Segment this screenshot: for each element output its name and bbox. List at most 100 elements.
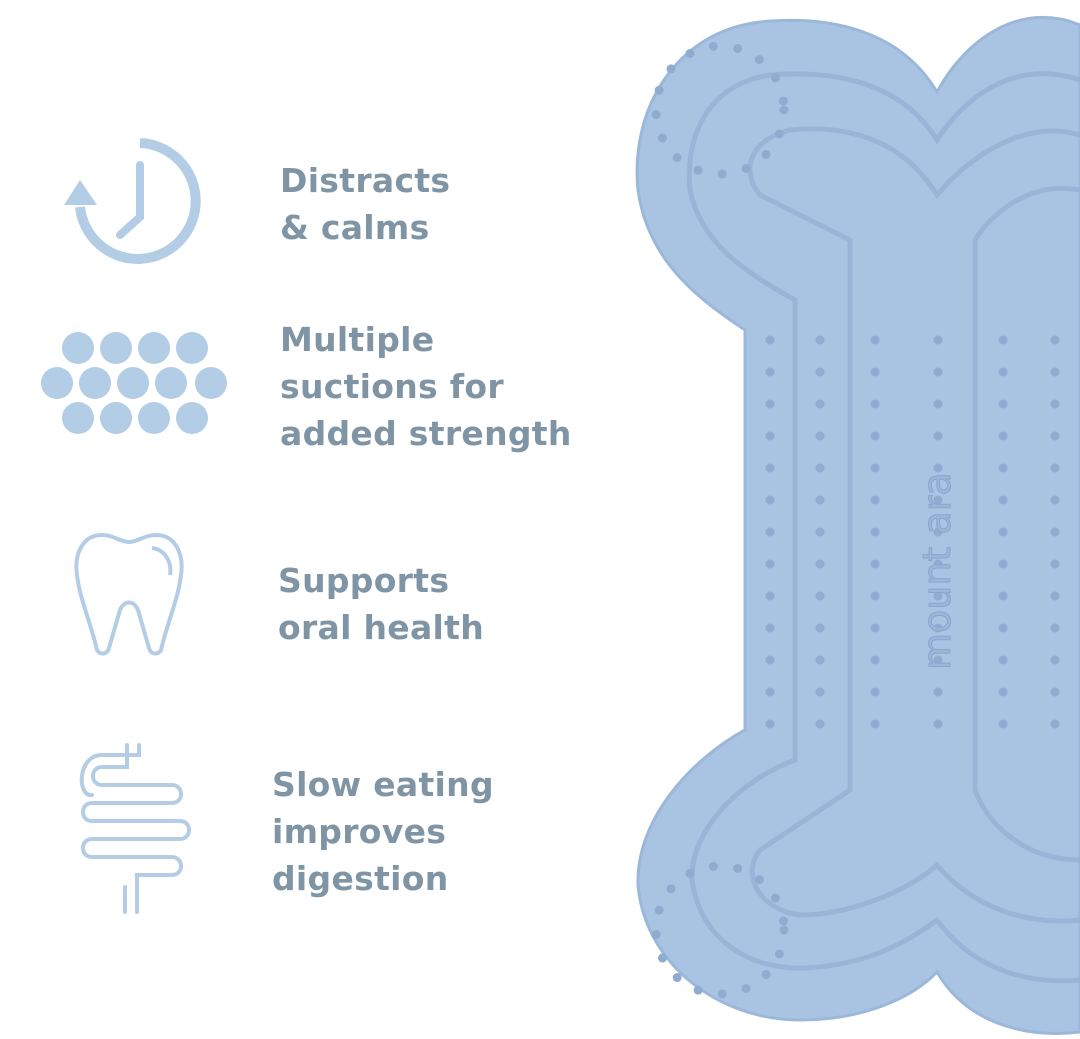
mat-dot [815,399,825,409]
mat-dot [693,165,703,175]
mat-dot [870,399,880,409]
mat-dot [870,463,880,473]
mat-dot [998,719,1008,729]
mat-dot [1050,335,1060,345]
mat-dot [733,43,743,53]
mat-dot [666,64,676,74]
mat-dot [1050,623,1060,633]
mat-dot [770,73,780,83]
mat-dot [666,884,676,894]
mat-dot [765,335,775,345]
mat-dot [765,591,775,601]
mat-dot [774,949,784,959]
mat-dot [657,953,667,963]
mat-dot [778,96,788,106]
mat-dot [693,985,703,995]
feature-label: Distracts & calms [280,161,451,247]
brand-emboss: mount ara [915,472,959,670]
mat-dot [651,109,661,119]
mat-dot [765,495,775,505]
mat-dot [933,495,943,505]
mat-dot [1050,367,1060,377]
mat-dot [998,623,1008,633]
suction-cups-icon [41,332,227,434]
mat-dot [765,559,775,569]
mat-dot [708,41,718,51]
mat-dot [654,85,664,95]
mat-dot [1050,719,1060,729]
mat-dot [1050,431,1060,441]
tooth-icon [74,532,184,656]
mat-dot [672,973,682,983]
feature-label: Multiple suctions for added strength [280,320,572,453]
mat-dot [765,399,775,409]
mat-dot [1050,495,1060,505]
mat-dot [870,655,880,665]
mat-dot [765,527,775,537]
mat-dot [761,149,771,159]
mat-dot [998,335,1008,345]
mat-dot [815,559,825,569]
mat-dot [870,623,880,633]
mat-dot [815,655,825,665]
mat-dot [933,623,943,633]
feature-label: Supports oral health [278,561,485,647]
mat-dot [933,655,943,665]
mat-grooves [686,71,1080,984]
mat-dot [761,969,771,979]
mat-dot [815,431,825,441]
mat-dot [998,431,1008,441]
mat-dot [815,335,825,345]
mat-dot [998,463,1008,473]
mat-dot [685,48,695,58]
mat-dot [765,687,775,697]
mat-dot [815,687,825,697]
mat-dot [998,495,1008,505]
mat-dot [998,687,1008,697]
mat-dot [708,861,718,871]
mat-dot [815,591,825,601]
mat-dot [717,169,727,179]
mat-dot [815,367,825,377]
mat-dot [870,719,880,729]
mat-dot [1050,527,1060,537]
mat-dot [998,591,1008,601]
mat-dot [778,916,788,926]
mat-dot [1050,559,1060,569]
mat-dot [685,868,695,878]
mat-dot [998,559,1008,569]
mat-dot [754,55,764,65]
mat-dot [815,463,825,473]
mat-dot [815,623,825,633]
mat-dot [998,399,1008,409]
mat-dot [779,105,789,115]
clock-rewind-icon [64,138,201,264]
intestine-icon [79,743,191,914]
mat-dot [933,527,943,537]
mat-dot [765,655,775,665]
bone-mat [635,15,1080,1035]
mat-dot [870,591,880,601]
mat-dot [870,431,880,441]
mat-dot [774,129,784,139]
mat-dot [765,431,775,441]
mat-dot [933,367,943,377]
mat-dot [765,719,775,729]
mat-dot [1050,687,1060,697]
mat-dot [998,655,1008,665]
mat-dot [717,989,727,999]
mat-dot [933,559,943,569]
mat-dot [870,559,880,569]
mat-dot [1050,399,1060,409]
mat-dot [870,367,880,377]
mat-dot [779,925,789,935]
mat-dot [765,623,775,633]
mat-dot [933,591,943,601]
mat-dot [754,875,764,885]
mat-dot [654,905,664,915]
mat-dot [933,687,943,697]
mat-dot [870,335,880,345]
mat-dot [765,463,775,473]
mat-dot [933,399,943,409]
